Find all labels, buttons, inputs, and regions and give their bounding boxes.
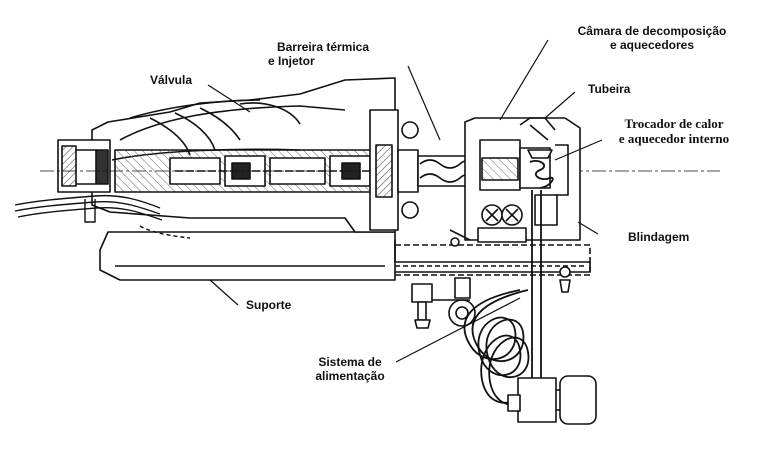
inlet-fitting bbox=[58, 140, 110, 192]
label-valvula: Válvula bbox=[150, 73, 192, 87]
label-trocador-calor: Trocador de calor e aquecedor interno bbox=[604, 116, 744, 146]
label-camara-line2: e aquecedores bbox=[562, 38, 742, 52]
label-barreira-line2: e Injetor bbox=[268, 54, 378, 68]
label-sistema-line1: Sistema de bbox=[304, 355, 396, 369]
feed-fitting bbox=[508, 376, 596, 424]
label-trocador-line2: e aquecedor interno bbox=[604, 131, 744, 146]
label-barreira-termica: Barreira térmica e Injetor bbox=[268, 40, 378, 68]
label-blindagem: Blindagem bbox=[628, 230, 689, 244]
label-suporte: Suporte bbox=[246, 298, 291, 312]
label-sistema-alimentacao: Sistema de alimentação bbox=[304, 355, 396, 383]
leader-tubeira bbox=[545, 92, 575, 118]
label-camara-decomposicao: Câmara de decomposição e aquecedores bbox=[562, 24, 742, 52]
label-camara-line1: Câmara de decomposição bbox=[562, 24, 742, 38]
label-trocador-line1: Trocador de calor bbox=[604, 116, 744, 131]
label-barreira-line1: Barreira térmica bbox=[268, 40, 378, 54]
leader-suporte bbox=[210, 280, 238, 305]
leader-camara bbox=[500, 40, 548, 120]
label-sistema-line2: alimentação bbox=[304, 369, 396, 383]
label-tubeira: Tubeira bbox=[588, 82, 630, 96]
leader-blindagem bbox=[578, 222, 598, 234]
thermal-barrier bbox=[370, 110, 418, 230]
